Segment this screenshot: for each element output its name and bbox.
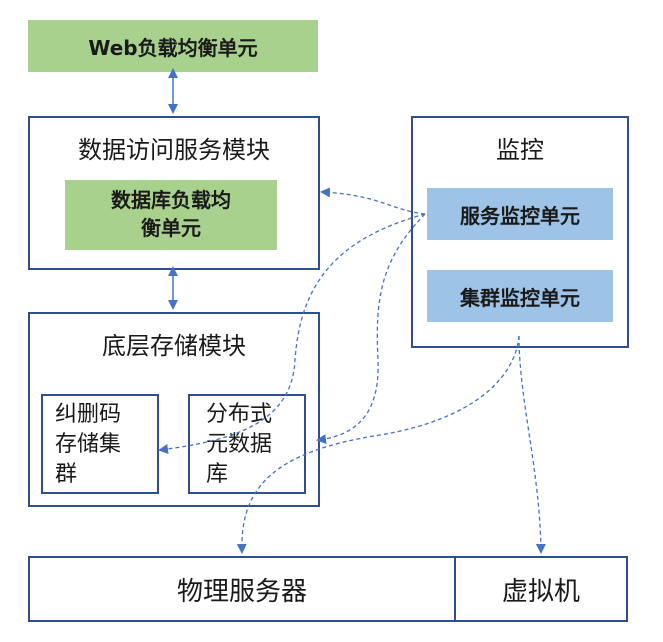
erasure-code-storage-cluster: 纠删码 存储集 群 [41,394,159,494]
metadata-line-3: 库 [206,462,229,487]
storage-module-title: 底层存储模块 [102,332,246,360]
database-load-balancer-unit: 数据库负载均 衡单元 [65,180,277,250]
virtual-machine: 虚拟机 [454,556,628,622]
cluster-monitor-unit: 集群监控单元 [427,270,613,322]
erasure-line-1: 纠删码 [55,402,122,427]
erasure-line-2: 存储集 [55,432,122,457]
erasure-line-3: 群 [55,462,78,487]
db-lb-line-2: 衡单元 [141,216,201,240]
metadata-line-2: 元数据 [206,432,273,457]
service-monitor-to-access-arrow [320,187,426,215]
monitoring-module: 监控 服务监控单元 集群监控单元 [411,116,629,348]
physical-server: 物理服务器 [28,556,456,622]
distributed-metadata-db: 分布式 元数据 库 [188,394,306,494]
cluster-monitor-label: 集群监控单元 [460,285,580,310]
db-lb-line-1: 数据库负载均 [111,188,231,212]
web-load-balancer-unit: Web负载均衡单元 [28,20,318,72]
service-monitor-label: 服务监控单元 [460,203,580,228]
physical-server-label: 物理服务器 [176,576,307,607]
monitoring-title: 监控 [496,136,544,164]
data-access-service-module: 数据访问服务模块 数据库负载均 衡单元 [28,116,320,270]
cluster-monitor-to-vm-arrow [518,335,546,554]
metadata-line-1: 分布式 [206,402,273,427]
web-load-balancer-label: Web负载均衡单元 [88,35,258,60]
data-access-module-title: 数据访问服务模块 [78,136,270,164]
storage-module: 底层存储模块 纠删码 存储集 群 分布式 元数据 库 [28,312,320,507]
service-monitor-to-metadata-arrow [316,213,426,445]
service-monitor-unit: 服务监控单元 [427,188,613,240]
virtual-machine-label: 虚拟机 [501,576,580,607]
